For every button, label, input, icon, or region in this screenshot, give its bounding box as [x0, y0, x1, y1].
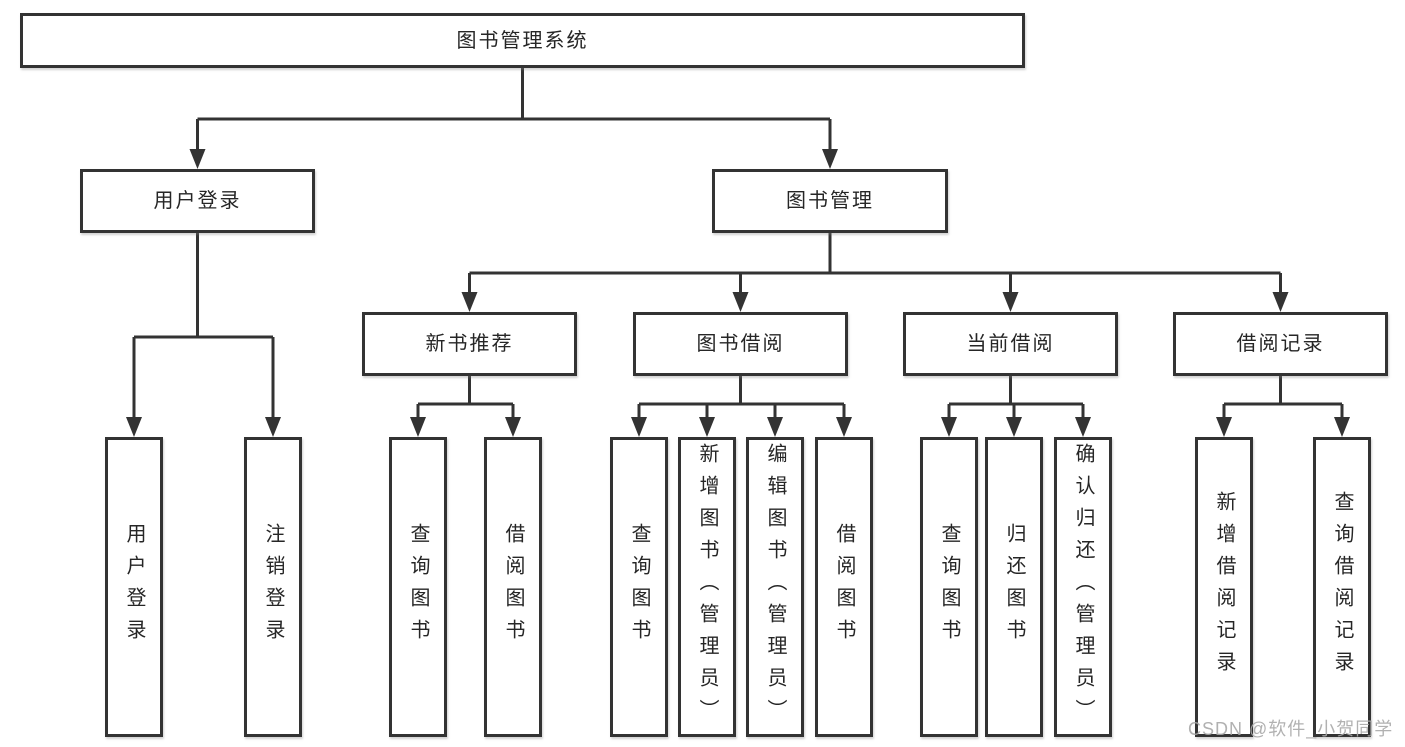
node-label: 图书借阅	[696, 333, 785, 355]
arrow-down-icon	[1006, 417, 1022, 437]
node-label: 查询图书	[407, 523, 429, 651]
node-new-book-recommend: 新书推荐	[362, 312, 577, 376]
leaf-logout: 注销登录	[244, 437, 302, 737]
leaf-query-books-current: 查询图书	[920, 437, 978, 737]
arrow-down-icon	[1002, 292, 1019, 312]
leaf-borrow-books-borrowing: 借阅图书	[815, 437, 873, 737]
connector-root-to-level2	[189, 68, 838, 169]
arrow-down-icon	[732, 292, 749, 312]
arrow-down-icon	[699, 417, 715, 437]
node-label: 图书管理系统	[456, 29, 589, 52]
node-label: 用户登录	[153, 190, 242, 212]
arrow-down-icon	[836, 417, 852, 437]
leaf-return-books: 归还图书	[985, 437, 1043, 737]
node-label: 借阅记录	[1236, 333, 1325, 355]
node-label: 当前借阅	[966, 333, 1055, 355]
connector-user-login-to-leaves	[126, 233, 281, 437]
arrow-down-icon	[126, 417, 142, 437]
node-label: 查询图书	[938, 523, 960, 651]
connector-new-book-recommend-to-leaves	[410, 376, 521, 437]
node-label: 注销登录	[262, 523, 284, 651]
node-root: 图书管理系统	[20, 13, 1025, 68]
connector-current-borrowing-to-leaves	[941, 376, 1091, 437]
node-book-borrowing: 图书借阅	[633, 312, 848, 376]
arrow-down-icon	[1075, 417, 1091, 437]
node-label: 新书推荐	[425, 333, 514, 355]
arrow-down-icon	[941, 417, 957, 437]
leaf-add-books-admin: 新增图书（管理员）	[678, 437, 736, 737]
arrow-down-icon	[410, 417, 426, 437]
node-label: 用户登录	[123, 523, 145, 651]
node-user-login: 用户登录	[80, 169, 315, 233]
node-label: 归还图书	[1003, 523, 1025, 651]
arrow-down-icon	[822, 149, 838, 169]
node-label: 编辑图书（管理员）	[764, 443, 786, 731]
arrow-down-icon	[1272, 292, 1289, 312]
node-label: 查询图书	[628, 523, 650, 651]
leaf-user-login: 用户登录	[105, 437, 163, 737]
node-book-management: 图书管理	[712, 169, 948, 233]
arrow-down-icon	[265, 417, 281, 437]
leaf-query-books-recommend: 查询图书	[389, 437, 447, 737]
leaf-confirm-return-admin: 确认归还（管理员）	[1054, 437, 1112, 737]
node-label: 查询借阅记录	[1331, 491, 1353, 683]
connector-book-management-to-level3	[461, 233, 1289, 312]
node-label: 借阅图书	[833, 523, 855, 651]
node-label: 图书管理	[786, 190, 874, 212]
arrow-down-icon	[767, 417, 783, 437]
connector-book-borrowing-to-leaves	[631, 376, 852, 437]
node-label: 新增借阅记录	[1213, 491, 1235, 683]
leaf-add-borrow-record: 新增借阅记录	[1195, 437, 1253, 737]
leaf-query-books-borrowing: 查询图书	[610, 437, 668, 737]
arrow-down-icon	[461, 292, 478, 312]
leaf-query-borrow-record: 查询借阅记录	[1313, 437, 1371, 737]
node-label: 确认归还（管理员）	[1072, 443, 1094, 731]
arrow-down-icon	[189, 149, 206, 169]
connector-borrowing-records-to-leaves	[1216, 376, 1350, 437]
arrow-down-icon	[1334, 417, 1350, 437]
leaf-borrow-books-recommend: 借阅图书	[484, 437, 542, 737]
csdn-watermark: CSDN @软件_小贺同学	[1188, 719, 1394, 739]
arrow-down-icon	[505, 417, 521, 437]
node-label: 新增图书（管理员）	[696, 443, 718, 731]
node-borrowing-records: 借阅记录	[1173, 312, 1388, 376]
node-current-borrowing: 当前借阅	[903, 312, 1118, 376]
arrow-down-icon	[631, 417, 647, 437]
leaf-edit-books-admin: 编辑图书（管理员）	[746, 437, 804, 737]
arrow-down-icon	[1216, 417, 1232, 437]
node-label: 借阅图书	[502, 523, 524, 651]
